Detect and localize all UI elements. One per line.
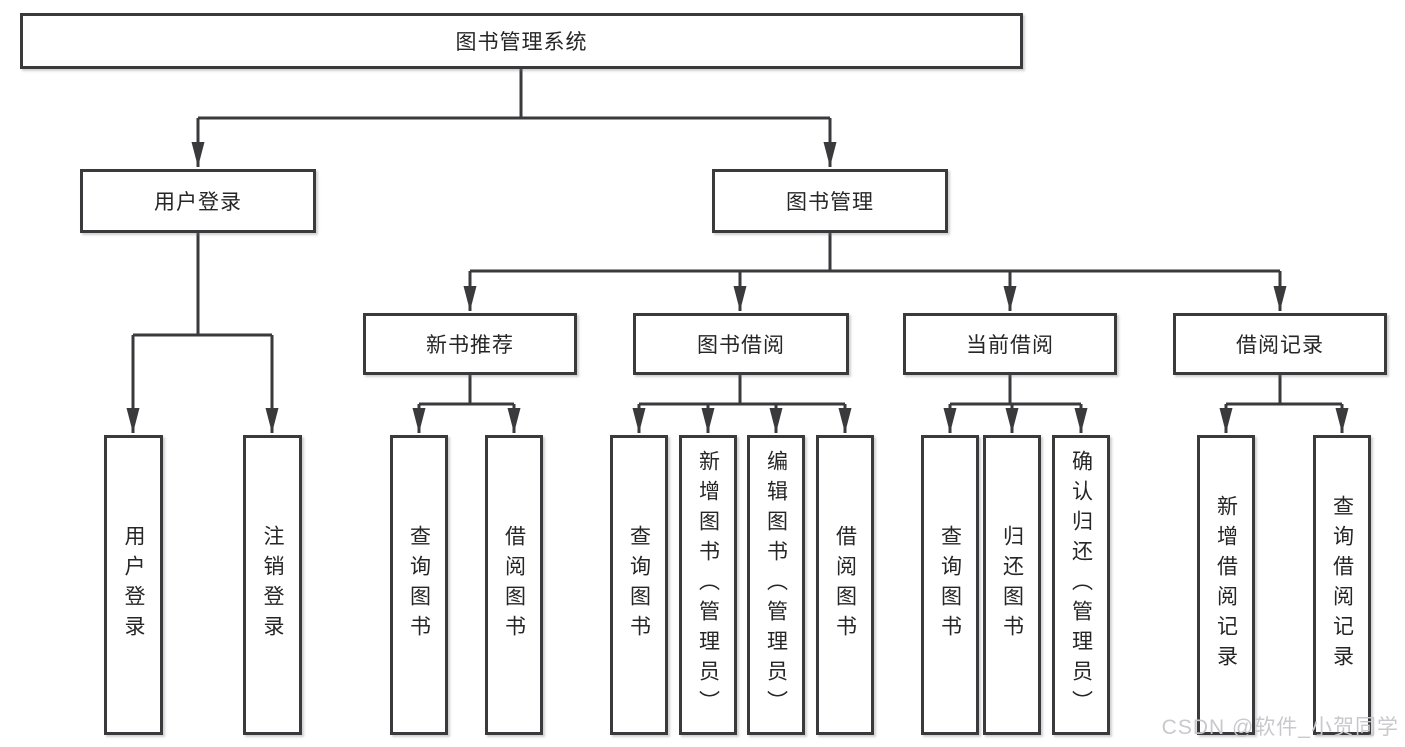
connector-new-book-rec-children [412,375,521,433]
leaf-br-add-record: 新增借阅记录 [1197,435,1255,735]
leaf-cb-return-books-label: 归还图书 [1000,525,1024,645]
leaf-bb-add-books-admin-label: 新增图书（管理员） [696,450,720,720]
node-borrow-records: 借阅记录 [1173,313,1387,375]
node-current-borrow-label: 当前借阅 [966,334,1054,357]
leaf-br-query-record: 查询借阅记录 [1313,435,1371,735]
leaf-bb-add-books-admin: 新增图书（管理员） [679,435,737,735]
leaf-logout: 注销登录 [243,435,302,735]
node-book-borrow: 图书借阅 [633,313,849,375]
watermark-text: CSDN @软件_小贺同学 [1161,716,1399,739]
connector-root-to-level2 [191,68,837,167]
leaf-bb-query-books: 查询图书 [610,435,668,735]
connector-user-login-children [126,233,279,433]
leaf-nbr-query-books-label: 查询图书 [407,525,431,645]
node-root: 图书管理系统 [20,13,1023,69]
leaf-bb-edit-books-admin: 编辑图书（管理员） [747,435,805,735]
node-user-login: 用户登录 [80,169,316,233]
leaf-br-add-record-label: 新增借阅记录 [1214,495,1238,675]
leaf-cb-confirm-return-admin: 确认归还（管理员） [1052,435,1110,735]
leaf-cb-confirm-return-admin-label: 确认归还（管理员） [1069,450,1093,720]
node-new-book-rec: 新书推荐 [363,313,577,375]
connector-borrow-records-children [1219,375,1349,433]
node-book-borrow-label: 图书借阅 [697,334,785,357]
leaf-bb-borrow-books: 借阅图书 [816,435,874,735]
leaf-bb-borrow-books-label: 借阅图书 [833,525,857,645]
node-book-mgmt-label: 图书管理 [786,191,874,214]
node-current-borrow: 当前借阅 [903,313,1117,375]
leaf-nbr-borrow-books: 借阅图书 [485,435,543,735]
leaf-cb-return-books: 归还图书 [983,435,1041,735]
leaf-logout-label: 注销登录 [261,525,284,645]
node-root-label: 图书管理系统 [455,31,588,54]
node-book-mgmt: 图书管理 [712,169,948,233]
node-user-login-label: 用户登录 [154,191,242,214]
connector-book-mgmt-children [463,233,1287,311]
leaf-nbr-query-books: 查询图书 [390,435,448,735]
leaf-user-login: 用户登录 [104,435,163,735]
leaf-bb-query-books-label: 查询图书 [627,525,651,645]
connector-current-borrow-children [943,375,1088,433]
leaf-bb-edit-books-admin-label: 编辑图书（管理员） [764,450,788,720]
node-new-book-rec-label: 新书推荐 [426,334,514,357]
node-borrow-records-label: 借阅记录 [1236,334,1324,357]
leaf-user-login-label: 用户登录 [122,525,145,645]
leaf-nbr-borrow-books-label: 借阅图书 [502,525,526,645]
leaf-cb-query-books-label: 查询图书 [938,525,962,645]
connector-book-borrow-children [632,375,852,433]
leaf-br-query-record-label: 查询借阅记录 [1330,495,1354,675]
leaf-cb-query-books: 查询图书 [921,435,979,735]
